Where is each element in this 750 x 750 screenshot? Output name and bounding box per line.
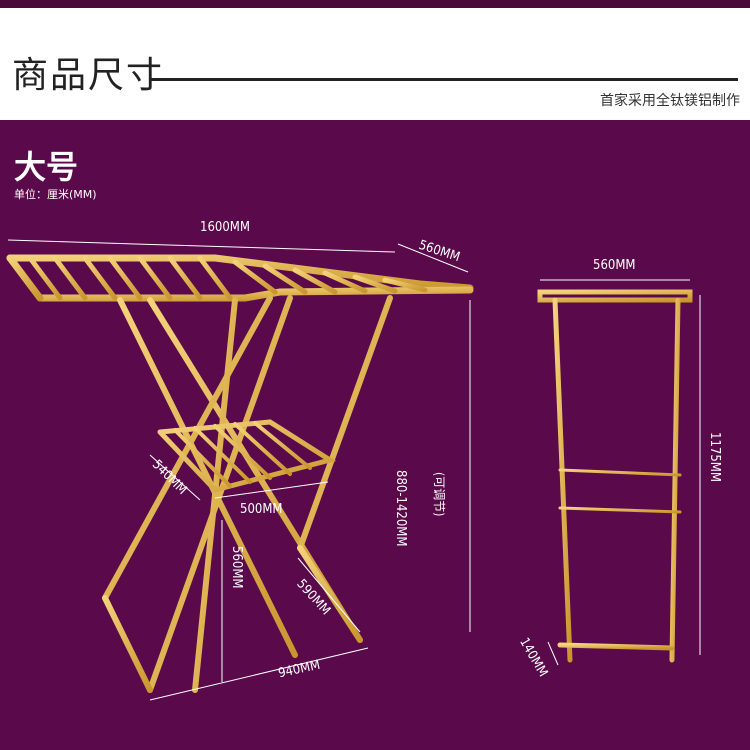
folded-rack bbox=[537, 289, 693, 663]
dim-leg-height: 560MM bbox=[229, 546, 244, 589]
dim-height: 880-1420MM bbox=[393, 470, 408, 547]
dim-length: 1600MM bbox=[200, 220, 250, 235]
unit-label: 单位：厘米(MM) bbox=[14, 188, 97, 201]
page-title: 商品尺寸 bbox=[12, 55, 165, 96]
header bbox=[0, 8, 750, 120]
top-strip bbox=[0, 0, 750, 8]
slogan: 首家采用全钛镁铝制作 bbox=[600, 93, 740, 109]
dimension-lines bbox=[7, 239, 701, 701]
dim-folded-height: 1175MM bbox=[707, 432, 722, 482]
size-label: 大号 bbox=[14, 148, 79, 186]
dim-height-note: (可调节) bbox=[432, 472, 446, 517]
dim-shelf-width: 500MM bbox=[240, 502, 283, 517]
title-underline bbox=[150, 78, 738, 81]
unfolded-rack bbox=[6, 254, 474, 693]
dim-folded-width: 560MM bbox=[593, 258, 636, 273]
